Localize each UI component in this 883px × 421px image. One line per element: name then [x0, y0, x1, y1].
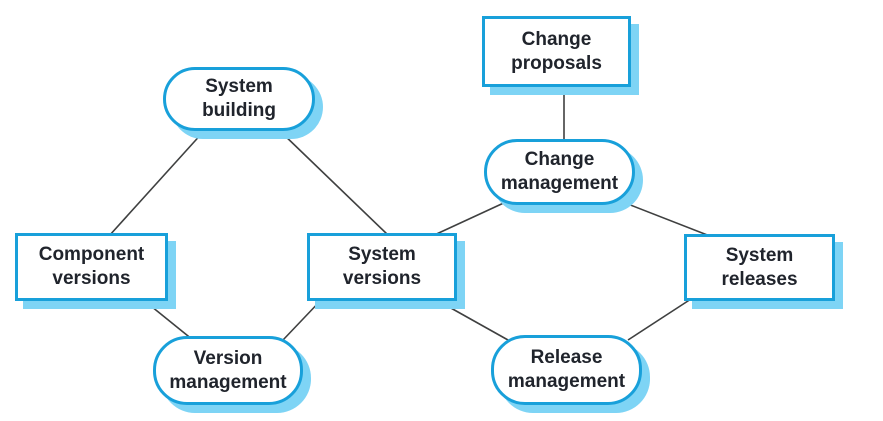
node-label: Change: [524, 149, 595, 170]
connector-system-building-system-versions: [279, 130, 390, 237]
node-label: System: [205, 76, 273, 97]
node-label: Version: [193, 347, 263, 369]
connector-system-versions-version-management: [282, 297, 324, 341]
node-component-versions: Component versions: [15, 233, 168, 301]
node-system-releases: System releases: [684, 234, 835, 301]
node-label: System: [348, 244, 416, 265]
node-version-management: Version management: [153, 336, 303, 405]
node-release-management: Release management: [491, 335, 642, 405]
connector-component-versions-version-management: [140, 297, 194, 341]
node-change-proposals: Change proposals: [482, 16, 631, 87]
node-system-versions: System versions: [307, 233, 457, 301]
node-label: management: [500, 173, 619, 194]
node-label: versions: [342, 268, 422, 289]
connector-system-building-component-versions: [108, 130, 205, 237]
node-label: versions: [52, 268, 131, 289]
node-change-management: Change management: [484, 139, 635, 205]
node-label: releases: [721, 268, 798, 290]
connector-change-management-system-releases: [614, 198, 716, 239]
node-label: management: [169, 371, 287, 393]
node-label: Release: [530, 347, 603, 368]
connector-system-releases-release-management: [627, 298, 692, 341]
node-label: System: [725, 244, 794, 266]
node-label: management: [507, 371, 626, 392]
node-label: building: [202, 100, 276, 121]
connector-system-versions-release-management: [432, 297, 509, 341]
node-label: Component: [38, 244, 145, 265]
node-label: proposals: [511, 52, 602, 74]
connector-change-management-system-versions: [429, 200, 509, 238]
node-label: Change: [521, 28, 592, 50]
node-system-building: System building: [163, 67, 315, 131]
